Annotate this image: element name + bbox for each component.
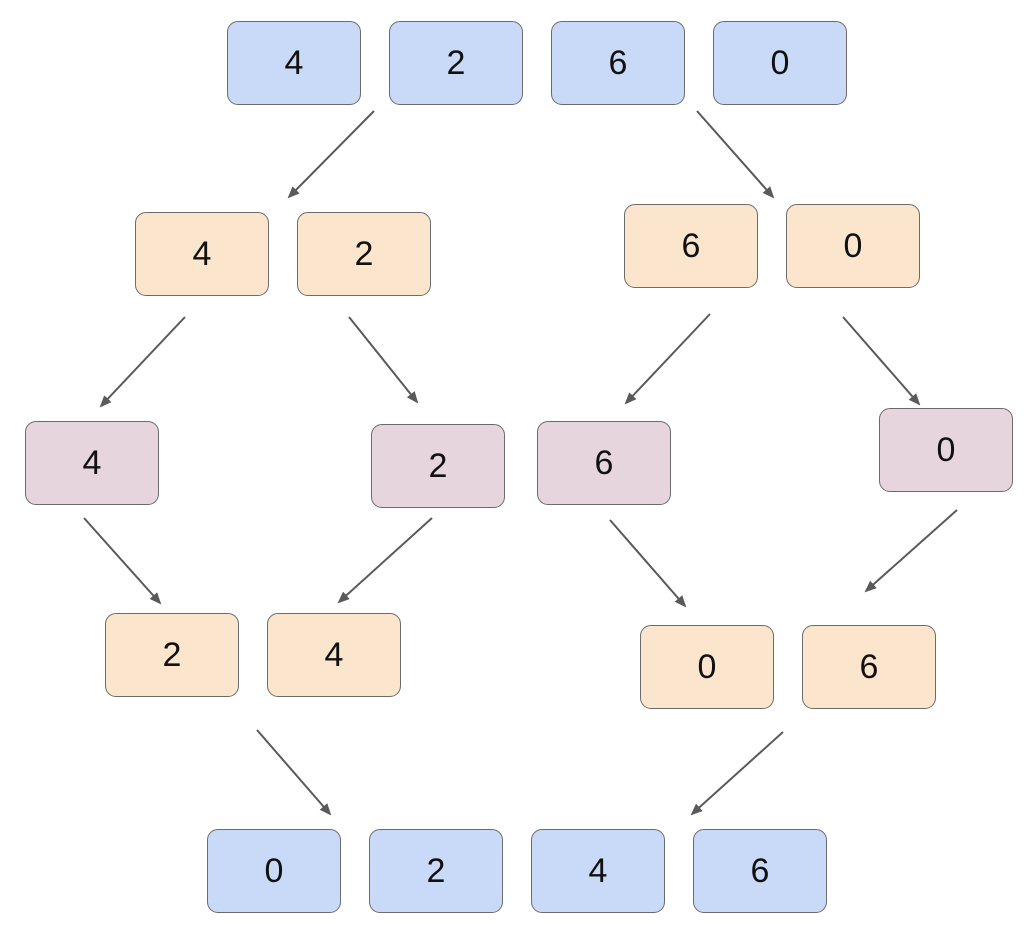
arrow-merge-1 [337,517,433,604]
input-cell-0: 4 [227,21,361,105]
arrow-single-3 [842,316,921,406]
single-cell-1: 2 [371,424,505,508]
arrow-split-right [696,110,775,199]
arrow-single-2 [624,313,711,405]
arrow-single-1 [348,316,419,404]
arrow-output-right [690,731,784,816]
input-cell-2: 6 [551,21,685,105]
output-cell-2: 4 [531,829,665,913]
split-left-cell-0: 4 [135,212,269,296]
output-cell-0: 0 [207,829,341,913]
split-right-cell-0: 6 [624,204,758,288]
arrow-merge-3 [864,509,958,593]
merged-left-cell-0: 2 [105,613,239,697]
arrow-split-left [287,110,375,199]
arrow-merge-2 [609,519,687,608]
single-cell-3: 0 [879,408,1013,492]
arrow-output-left [256,729,332,816]
split-right-cell-1: 0 [786,204,920,288]
input-cell-1: 2 [389,21,523,105]
output-cell-3: 6 [693,829,827,913]
output-cell-1: 2 [369,829,503,913]
arrow-single-0 [99,316,186,408]
merged-right-cell-1: 6 [802,625,936,709]
merged-right-cell-0: 0 [640,625,774,709]
input-cell-3: 0 [713,21,847,105]
arrow-merge-0 [83,517,162,605]
single-cell-0: 4 [25,421,159,505]
single-cell-2: 6 [537,421,671,505]
merged-left-cell-1: 4 [267,613,401,697]
split-left-cell-1: 2 [297,212,431,296]
